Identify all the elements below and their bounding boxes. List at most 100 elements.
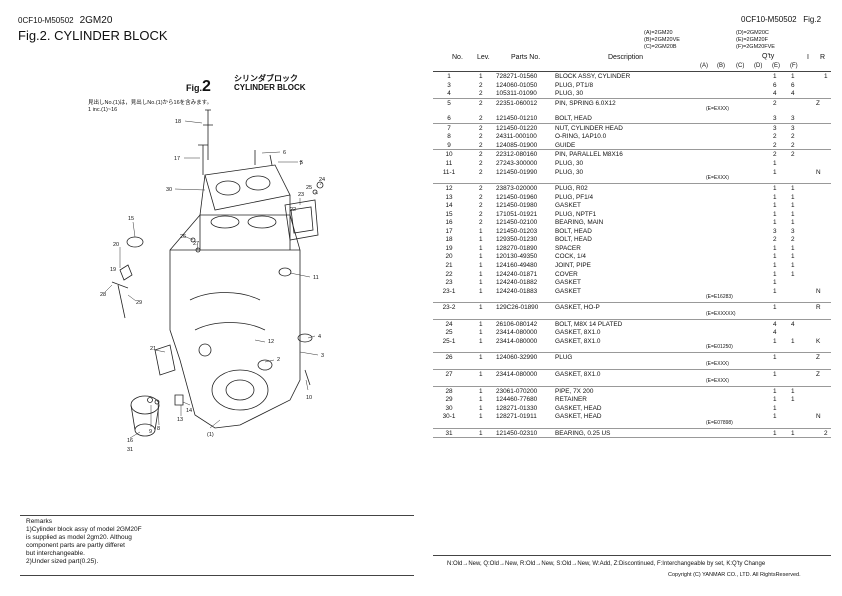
row-rule (433, 97, 831, 99)
part-number: 128271-01330 (496, 404, 538, 412)
part-number: 124240-01883 (496, 287, 538, 295)
part-number: 120130-49350 (496, 253, 538, 261)
diagram-note: 見出しNo.(1)は，見出しNo.(1)から16を含みます。 1 inc.(1)… (88, 100, 212, 114)
qty-e: 4 (773, 329, 777, 337)
part-description: PLUG (555, 354, 573, 362)
fig-label: Fig.2 (803, 15, 822, 24)
part-no-index: 6 (447, 115, 451, 123)
change-code: N (816, 168, 821, 176)
part-description: JOINT, PIPE (555, 262, 591, 269)
qty-e: 3 (773, 124, 777, 132)
part-no-index: 17 (445, 227, 453, 235)
part-level: 1 (479, 354, 483, 362)
callout-label: 24 (319, 177, 325, 183)
part-no-index: 25 (445, 329, 453, 337)
callout-label: (1) (207, 432, 214, 438)
qty-e: 1 (773, 287, 777, 295)
part-description: COCK, 1/4 (555, 253, 586, 261)
part-description: GASKET, HO-P (555, 304, 600, 312)
qty-e: 3 (773, 115, 777, 123)
qty-e: 1 (773, 168, 777, 176)
qty-f: 1 (791, 387, 795, 395)
part-description: PLUG, PF1/4 (555, 193, 594, 201)
serial-note: (E=EXXX) (706, 377, 729, 384)
part-description: BLOCK ASSY, CYLINDER (555, 73, 631, 80)
part-description: NUT, CYLINDER HEAD (555, 124, 623, 132)
remarks-line: but interchangeable. (26, 550, 85, 557)
part-description: GASKET, HEAD (555, 404, 602, 412)
serial-note: (E=E07898) (706, 419, 733, 426)
qty-f: 1 (791, 73, 795, 80)
remarks-line: component parts are partly differet (26, 542, 125, 549)
qty-e: 4 (773, 90, 777, 98)
part-level: 2 (479, 159, 483, 167)
callout-label: 31 (127, 447, 133, 453)
part-level: 1 (479, 429, 483, 437)
col-sub-d: (D) (754, 63, 763, 69)
part-level: 1 (479, 387, 483, 395)
part-level: 1 (479, 413, 483, 421)
part-description: O-RING, 1AP10.0 (555, 133, 607, 141)
part-no-index: 11 (445, 159, 453, 167)
part-no-index: 31 (445, 429, 453, 437)
qty-e: 1 (773, 193, 777, 201)
callout-label: 26 (180, 234, 186, 240)
part-no-index: 25-1 (442, 337, 456, 345)
col-r: R (820, 54, 826, 61)
row-rule (433, 149, 831, 151)
doc-code-right: 0CF10-M50502 Fig.2 (741, 15, 821, 24)
part-level: 2 (479, 202, 483, 210)
part-no-index: 23 (445, 279, 453, 287)
serial-note: (E=E16283) (706, 294, 733, 301)
doc-code: 0CF10-M50502 (18, 16, 74, 25)
part-no-index: 14 (445, 202, 453, 210)
part-level: 2 (479, 168, 483, 176)
row-rule (433, 368, 831, 370)
part-number: 129350-01230 (496, 236, 538, 244)
callout-label: 22 (290, 207, 296, 213)
part-no-index: 30-1 (442, 413, 456, 421)
part-no-index: 4 (447, 90, 451, 98)
callout-layer: 1861757302425232215262711201928291243212… (100, 119, 325, 453)
part-number: 121450-01980 (496, 202, 538, 210)
part-level: 2 (479, 185, 483, 193)
part-description: GUIDE (555, 141, 576, 149)
part-number: 23061-070200 (496, 387, 538, 395)
serial-note: (E=E01250) (706, 344, 733, 351)
qty-e: 1 (773, 262, 777, 269)
variant-f: (F)=2GM20FVE (736, 44, 775, 50)
diagram-title-jp: シリンダブロック (234, 74, 298, 83)
callout-label: 2 (277, 357, 280, 363)
change-code: N (816, 413, 821, 421)
part-number: 128271-01911 (496, 413, 537, 421)
callout-label: 15 (128, 216, 134, 222)
part-description: PLUG, R02 (555, 185, 588, 193)
part-description: COVER (555, 270, 578, 278)
callout-label: 12 (268, 339, 274, 345)
qty-e: 2 (773, 141, 777, 149)
remark-ref: 2 (824, 429, 828, 437)
part-no-index: 20 (445, 253, 453, 261)
part-description: BOLT, HEAD (555, 115, 592, 123)
callout-label: 10 (306, 395, 312, 401)
qty-f: 3 (791, 227, 795, 235)
qty-e: 1 (773, 354, 777, 362)
qty-f: 6 (791, 81, 795, 89)
variant-c: (C)=2GM20B (644, 44, 677, 50)
row-rule (433, 385, 831, 387)
remarks-top-rule (20, 515, 414, 516)
part-level: 1 (479, 73, 483, 80)
